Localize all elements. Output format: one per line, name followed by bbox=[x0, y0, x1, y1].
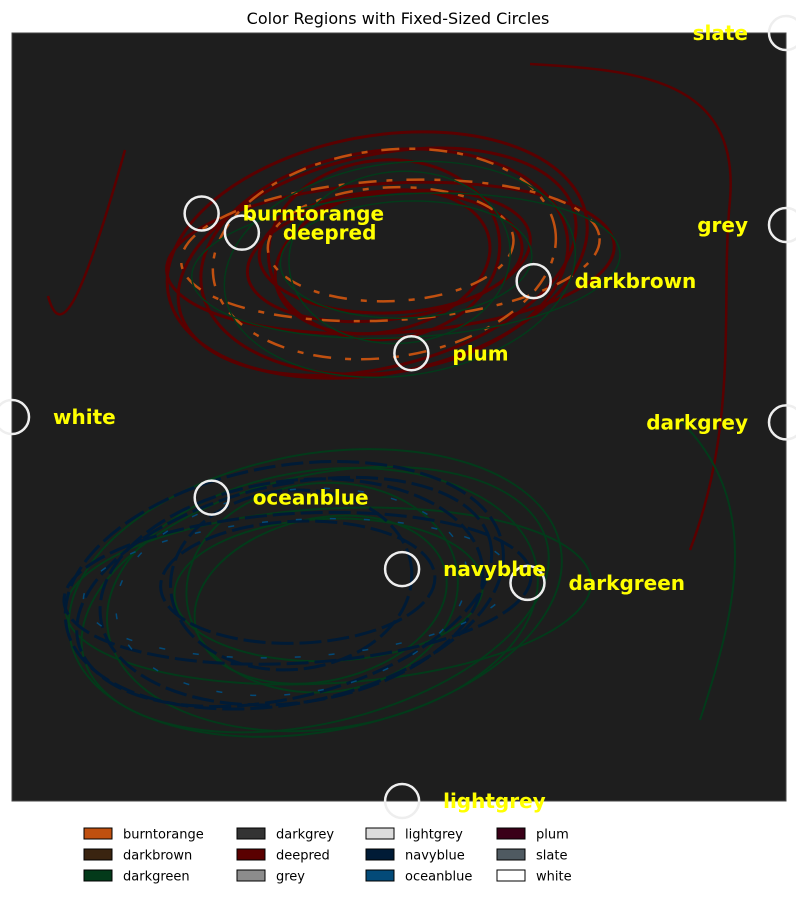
legend-label-darkgreen: darkgreen bbox=[123, 870, 190, 885]
circle-marker-darkbrown bbox=[515, 262, 552, 300]
circle-label-deepred: deepred bbox=[283, 221, 377, 245]
legend: burntorange darkbrown darkgreen darkgrey dee… bbox=[83, 827, 572, 885]
circle-marker-darkgreen bbox=[509, 564, 546, 602]
legend-swatch-navyblue bbox=[365, 848, 395, 861]
legend-label-white: white bbox=[536, 870, 572, 885]
circle-label-slate: slate bbox=[693, 21, 748, 45]
legend-label-darkbrown: darkbrown bbox=[123, 849, 192, 864]
circle-label-darkgrey: darkgrey bbox=[646, 410, 748, 434]
swirl-path bbox=[165, 130, 589, 380]
swirl-path bbox=[159, 519, 437, 645]
circle-label-darkbrown: darkbrown bbox=[575, 269, 697, 293]
circle-label-plum: plum bbox=[452, 341, 508, 365]
circle-label-lightgrey: lightgrey bbox=[443, 789, 546, 813]
legend-swatch-lightgrey bbox=[365, 827, 395, 840]
legend-swatch-oceanblue bbox=[365, 869, 395, 882]
legend-label-burntorange: burntorange bbox=[123, 828, 204, 843]
circle-label-white: white bbox=[53, 405, 116, 429]
legend-swatch-darkgreen bbox=[83, 869, 113, 882]
legend-swatch-grey bbox=[236, 869, 266, 882]
circle-label-darkgreen: darkgreen bbox=[568, 571, 685, 595]
swirl-path bbox=[63, 460, 505, 711]
circle-label-navyblue: navyblue bbox=[443, 557, 546, 581]
legend-label-oceanblue: oceanblue bbox=[405, 870, 472, 885]
legend-label-darkgrey: darkgrey bbox=[276, 828, 334, 843]
swirl-path bbox=[529, 62, 732, 551]
circle-marker-white bbox=[0, 398, 31, 436]
circle-marker-grey bbox=[767, 206, 796, 244]
swirl-path bbox=[169, 488, 414, 672]
swirl-path bbox=[288, 170, 511, 345]
legend-swatch-darkgrey bbox=[236, 827, 266, 840]
circle-label-burntorange: burntorange bbox=[243, 201, 384, 225]
swirl-path bbox=[179, 178, 601, 323]
legend-swatch-white bbox=[496, 869, 526, 882]
legend-label-slate: slate bbox=[536, 849, 567, 864]
swirl-path bbox=[279, 200, 533, 319]
swirl-path bbox=[679, 419, 736, 721]
legend-swatch-slate bbox=[496, 848, 526, 861]
swirl-path bbox=[211, 147, 558, 361]
circle-marker-deepred bbox=[223, 214, 261, 251]
swirl-path bbox=[223, 160, 577, 379]
circle-marker-navyblue bbox=[383, 550, 421, 588]
swirl-path bbox=[75, 475, 494, 709]
swirl-path bbox=[266, 185, 515, 303]
legend-swatch-burntorange bbox=[83, 827, 113, 840]
swirl-path bbox=[62, 510, 533, 666]
circle-marker-burntorange bbox=[183, 195, 220, 232]
legend-swatch-deepred bbox=[236, 848, 266, 861]
circle-marker-darkgrey bbox=[767, 404, 796, 441]
color-region-swirls bbox=[46, 62, 736, 738]
swirl-path bbox=[185, 481, 459, 694]
legend-label-deepred: deepred bbox=[276, 849, 330, 864]
legend-label-plum: plum bbox=[536, 828, 569, 843]
circle-label-grey: grey bbox=[697, 213, 748, 237]
legend-label-navyblue: navyblue bbox=[405, 849, 465, 864]
chart-title: Color Regions with Fixed-Sized Circles bbox=[247, 9, 550, 28]
legend-label-grey: grey bbox=[276, 870, 305, 885]
swirl-path bbox=[46, 149, 127, 316]
legend-swatch-plum bbox=[496, 827, 526, 840]
swirl-path bbox=[266, 158, 502, 342]
circle-marker-oceanblue bbox=[193, 479, 230, 516]
legend-label-lightgrey: lightgrey bbox=[405, 828, 463, 843]
circle-marker-lightgrey bbox=[383, 782, 421, 820]
circle-marker-plum bbox=[393, 335, 430, 372]
circle-marker-slate bbox=[767, 14, 796, 52]
swirl-path bbox=[115, 487, 468, 697]
legend-swatch-darkbrown bbox=[83, 848, 113, 861]
circle-label-oceanblue: oceanblue bbox=[253, 486, 369, 510]
circle-markers bbox=[0, 14, 796, 820]
